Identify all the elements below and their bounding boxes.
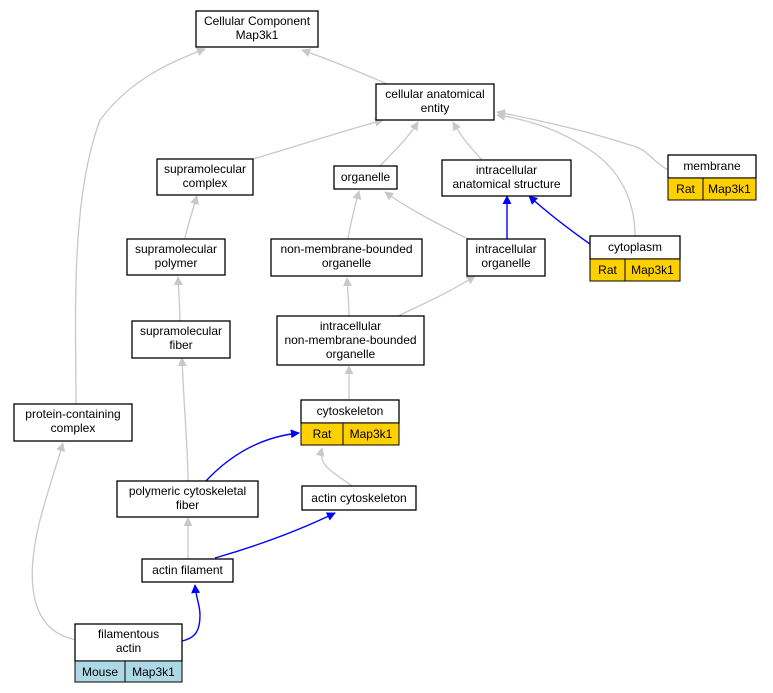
node-label-line: membrane (683, 159, 741, 173)
node-label-line: supramolecular (164, 162, 246, 176)
annotation-gene: Map3k1 (132, 665, 175, 679)
edge-pcf-to-cytoskeleton (204, 429, 300, 483)
node-label-line: actin (116, 641, 141, 655)
node-label-line: non-membrane-bounded (280, 242, 412, 256)
node-label-line: polymer (155, 256, 198, 270)
node-intracellular-organelle[interactable]: intracellular organelle (466, 238, 546, 277)
annotation-gene: Map3k1 (350, 427, 393, 441)
edge-acs-to-cytoskeleton (315, 447, 353, 487)
node-label-line: actin cytoskeleton (311, 491, 406, 505)
annotation-species: Rat (598, 263, 617, 277)
node-label-line: filamentous (98, 627, 159, 641)
annotation-gene: Map3k1 (631, 263, 674, 277)
node-box (126, 238, 226, 276)
node-label-line: complex (51, 421, 96, 435)
node-label-line: polymeric cytoskeletal (129, 484, 246, 498)
node-polymeric-cytoskeletal-fiber[interactable]: polymeric cytoskeletal fiber (116, 480, 259, 518)
edge-pcc-to-root (74, 47, 206, 405)
edge-pcf-to-smf (177, 357, 189, 483)
node-label-line: intracellular (476, 163, 537, 177)
node-non-membrane-bounded-organelle[interactable]: non-membrane-bounded organelle (270, 238, 423, 277)
node-label-line: organelle (341, 170, 391, 184)
node-supramolecular-fiber[interactable]: supramolecular fiber (131, 320, 231, 359)
edge-fa-to-pcc (31, 442, 78, 641)
edge-cytoplasm-to-cae (496, 111, 636, 237)
annotation-species: Rat (676, 182, 695, 196)
node-label-line: Map3k1 (236, 28, 279, 42)
node-box (116, 480, 259, 518)
edge-fa-to-af (181, 584, 201, 642)
node-cellular-anatomical-entity[interactable]: cellular anatomical entity (375, 83, 495, 121)
annotation-gene-cell (342, 422, 400, 446)
node-box (13, 403, 133, 442)
node-label-line: intracellular (320, 319, 381, 333)
edge-inmbo-to-io (397, 275, 476, 317)
node-box (195, 10, 319, 48)
node-cellular-component-root[interactable]: Cellular Component Map3k1 (195, 10, 319, 48)
edge-io-to-organelle (384, 191, 471, 241)
annotation-gene-cell (124, 660, 183, 683)
annotation-species: Mouse (82, 665, 118, 679)
annotation-gene-cell (702, 177, 757, 201)
edge-nmbo-to-organelle (347, 190, 362, 240)
node-cytoskeleton[interactable]: cytoskeleton Rat Map3k1 (300, 399, 400, 446)
node-box (270, 238, 423, 277)
annotation-gene-cell (624, 258, 681, 282)
node-box (141, 558, 234, 583)
node-label-line: anatomical structure (452, 177, 560, 191)
node-box (74, 623, 183, 662)
edge-inmbo-to-nmbo (342, 277, 352, 317)
node-box (131, 320, 231, 359)
edge-ias-to-cae (452, 121, 483, 161)
node-label-line: fiber (176, 498, 199, 512)
node-label-line: cytoplasm (608, 240, 662, 254)
node-label-line: supramolecular (135, 242, 217, 256)
edge-af-to-acs (214, 512, 336, 559)
node-membrane[interactable]: membrane Rat Map3k1 (667, 154, 757, 201)
edge-smp-to-smc (184, 195, 199, 239)
edges (31, 47, 669, 642)
node-label-line: cellular anatomical (385, 87, 484, 101)
node-label-line: organelle (326, 347, 376, 361)
node-filamentous-actin[interactable]: filamentous actin Mouse Map3k1 (74, 623, 183, 683)
node-label-line: organelle (481, 256, 531, 270)
node-label-line: Cellular Component (204, 14, 311, 28)
node-box (276, 315, 425, 366)
node-label-line: supramolecular (140, 324, 222, 338)
node-intracellular-non-membrane-bounded-organelle[interactable]: intracellular non-membrane-bounded organ… (276, 315, 425, 366)
edge-smf-to-smp (173, 276, 183, 322)
node-label-line: entity (421, 101, 450, 115)
node-box (375, 83, 495, 121)
node-label-line: complex (183, 176, 228, 190)
node-box (301, 485, 417, 511)
annotation-gene: Map3k1 (708, 182, 751, 196)
node-box (333, 165, 398, 190)
node-actin-filament[interactable]: actin filament (141, 558, 234, 583)
node-supramolecular-complex[interactable]: supramolecular complex (156, 158, 254, 196)
node-cytoplasm[interactable]: cytoplasm Rat Map3k1 (589, 235, 681, 282)
node-label-line: fiber (169, 338, 192, 352)
edge-cae-to-root (301, 48, 388, 85)
annotation-species: Rat (313, 427, 332, 441)
node-label-line: non-membrane-bounded (284, 333, 416, 347)
node-actin-cytoskeleton[interactable]: actin cytoskeleton (301, 485, 417, 511)
node-organelle[interactable]: organelle (333, 165, 398, 190)
node-protein-containing-complex[interactable]: protein-containing complex (13, 403, 133, 442)
node-box (466, 238, 546, 277)
node-supramolecular-polymer[interactable]: supramolecular polymer (126, 238, 226, 276)
node-label-line: cytoskeleton (317, 404, 384, 418)
node-label-line: organelle (322, 256, 372, 270)
node-label-line: actin filament (152, 563, 223, 577)
node-label-line: intracellular (475, 242, 536, 256)
edge-membrane-to-cae (496, 109, 669, 171)
edge-organelle-to-cae (379, 121, 419, 167)
edge-smc-to-cae (252, 117, 384, 160)
node-label-line: protein-containing (25, 407, 120, 421)
edge-cytoplasm-to-ias (528, 195, 591, 245)
node-box (441, 159, 572, 197)
node-intracellular-anatomical-structure[interactable]: intracellular anatomical structure (441, 159, 572, 197)
node-box (156, 158, 254, 196)
